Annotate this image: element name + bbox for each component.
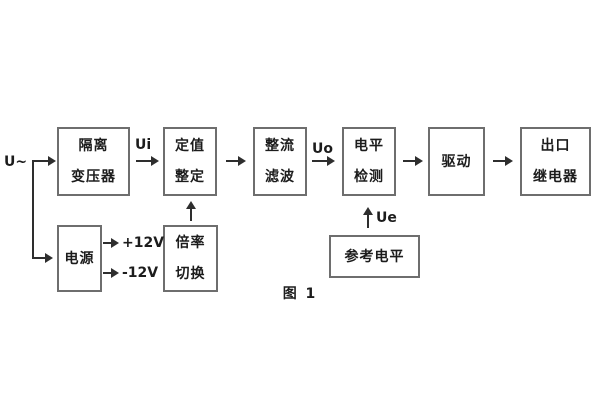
label-minus-12v: -12V <box>122 265 159 281</box>
arrow-input-to-transformer <box>33 160 49 162</box>
connector-input-branch <box>32 160 34 259</box>
arrowhead-driver-to-relay <box>505 156 513 166</box>
arrow-minus-12v <box>103 272 112 274</box>
arrow-setting-to-rectifier <box>226 160 239 162</box>
arrow-ui <box>136 160 152 162</box>
arrow-detector-to-driver <box>403 160 416 162</box>
block-label: 整流 <box>265 138 295 154</box>
label-uo: Uo <box>312 141 333 157</box>
block-level-detector: 电平 检测 <box>342 127 396 196</box>
label-plus-12v: +12V <box>122 235 165 251</box>
block-power-supply: 电源 <box>57 225 102 292</box>
arrow-input-to-power <box>33 257 46 259</box>
figure-caption: 图 1 <box>282 286 318 302</box>
block-label: 参考电平 <box>344 248 405 265</box>
block-label: 电平 <box>354 138 384 154</box>
arrowhead-plus-12v <box>111 238 119 248</box>
label-ui: Ui <box>135 137 152 153</box>
label-ue: Ue <box>376 210 397 226</box>
block-driver: 驱动 <box>428 127 485 196</box>
block-setting-adjust: 定值 整定 <box>163 127 217 196</box>
block-rectifier-filter: 整流 滤波 <box>253 127 307 196</box>
block-label: 定值 <box>175 138 205 154</box>
arrowhead-input-to-power <box>45 253 53 263</box>
arrowhead-detector-to-driver <box>415 156 423 166</box>
arrowhead-uo <box>327 156 335 166</box>
block-label: 整定 <box>175 169 205 185</box>
block-label: 切换 <box>175 266 206 282</box>
arrowhead-input-to-transformer <box>48 156 56 166</box>
arrow-ratio-to-setting <box>190 208 192 221</box>
block-label: 继电器 <box>533 169 578 185</box>
arrow-uo <box>312 160 328 162</box>
arrowhead-ui <box>151 156 159 166</box>
arrowhead-ratio-to-setting <box>186 201 196 209</box>
arrow-driver-to-relay <box>493 160 506 162</box>
arrow-ue <box>367 214 369 228</box>
block-isolation-transformer: 隔离 变压器 <box>57 127 130 196</box>
block-label: 出口 <box>540 138 571 154</box>
block-reference-level: 参考电平 <box>329 235 420 278</box>
block-label: 变压器 <box>71 169 116 185</box>
arrowhead-setting-to-rectifier <box>238 156 246 166</box>
block-label: 隔离 <box>78 138 109 154</box>
arrow-plus-12v <box>103 242 112 244</box>
block-output-relay: 出口 继电器 <box>520 127 591 196</box>
block-label: 检测 <box>354 169 384 185</box>
block-ratio-switch: 倍率 切换 <box>163 225 218 292</box>
arrowhead-ue <box>363 207 373 215</box>
block-label: 驱动 <box>441 153 472 170</box>
arrowhead-minus-12v <box>111 268 119 278</box>
block-label: 电源 <box>64 250 95 267</box>
block-label: 倍率 <box>175 235 206 251</box>
label-input-voltage: U~ <box>4 154 28 170</box>
block-label: 滤波 <box>265 169 295 185</box>
